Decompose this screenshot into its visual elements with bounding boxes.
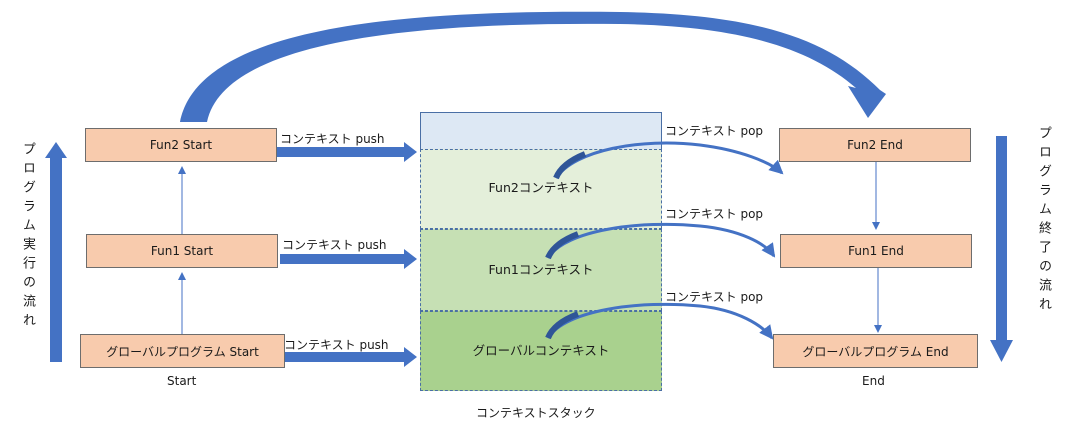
push-arrow-2 [280, 249, 417, 269]
fun1-start-label: Fun1 Start [150, 244, 214, 258]
start-caption: Start [167, 374, 197, 388]
stack-global-context: グローバルコンテキスト [420, 311, 662, 391]
right-flow-text: プログラム終了の流れ [1036, 126, 1051, 316]
pop-arrow-2 [546, 222, 776, 259]
global-start-label: グローバルプログラム Start [106, 344, 259, 359]
stack-fun1-context: Fun1コンテキスト [420, 229, 662, 311]
left-flow-text: プログラム実行の流れ [20, 142, 35, 332]
pop-arrow-1 [554, 141, 784, 179]
stack-fun2-label: Fun2コンテキスト [488, 179, 594, 195]
right-flow-arrow [990, 136, 1013, 362]
stack-empty-slot [420, 112, 662, 150]
stack-fun2-context: Fun2コンテキスト [420, 149, 662, 229]
stack-global-label: グローバルコンテキスト [472, 342, 610, 358]
stack-caption: コンテキストスタック [476, 406, 596, 420]
push-label-3: コンテキスト push [284, 338, 389, 352]
left-flow-arrow [45, 142, 67, 362]
push-label-1: コンテキスト push [280, 132, 385, 146]
push-arrow-1 [277, 142, 417, 162]
end-caption: End [862, 374, 885, 388]
pop-arrow-3 [546, 302, 774, 340]
global-start-box: グローバルプログラム Start [80, 334, 285, 368]
pop-label-1: コンテキスト pop [665, 124, 764, 138]
fun2-start-box: Fun2 Start [85, 128, 277, 162]
big-return-arrow [180, 11, 886, 122]
pop-label-2: コンテキスト pop [665, 207, 764, 221]
fun1-end-box: Fun1 End [780, 234, 972, 268]
stack-fun1-label: Fun1コンテキスト [488, 261, 594, 277]
push-label-2: コンテキスト push [282, 238, 387, 252]
global-end-box: グローバルプログラム End [773, 334, 978, 368]
fun1-end-label: Fun1 End [848, 244, 904, 258]
fun2-start-label: Fun2 Start [149, 138, 213, 152]
push-arrow-3 [282, 347, 417, 367]
pop-label-3: コンテキスト pop [665, 290, 764, 304]
fun2-end-label: Fun2 End [847, 138, 903, 152]
fun2-end-box: Fun2 End [779, 128, 971, 162]
fun1-start-box: Fun1 Start [86, 234, 278, 268]
global-end-label: グローバルプログラム End [802, 344, 949, 359]
